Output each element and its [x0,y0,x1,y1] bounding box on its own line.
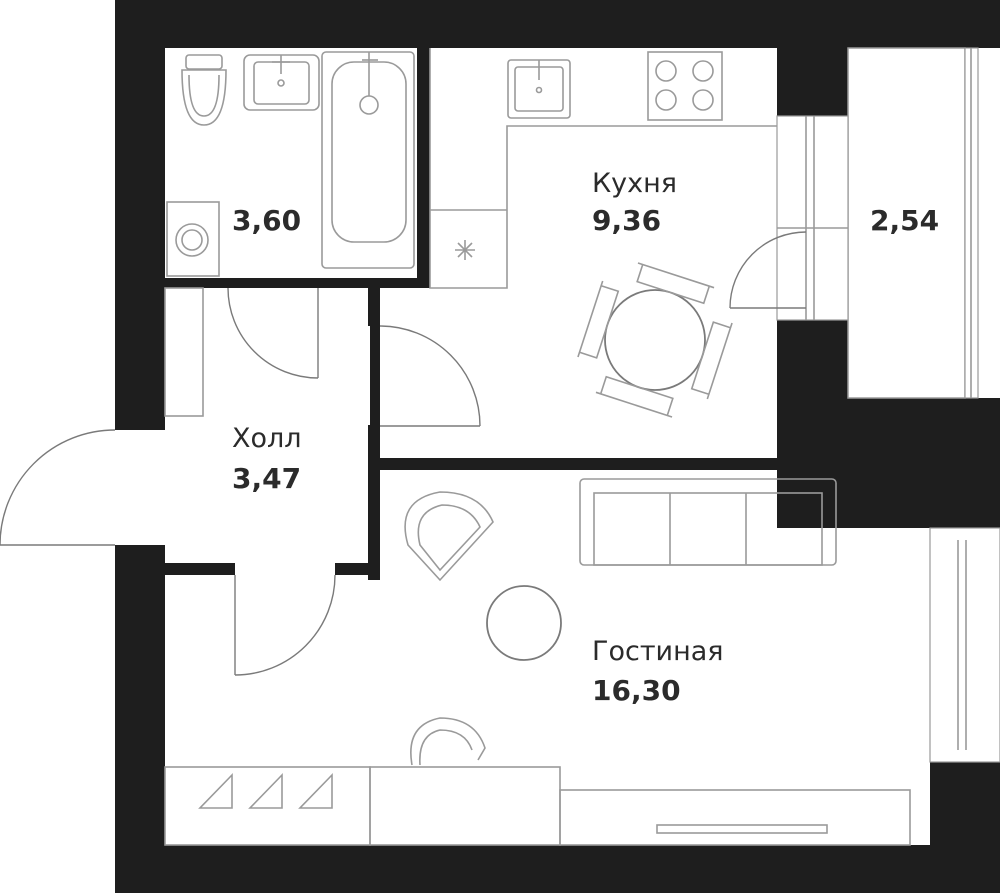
sink-icon [243,54,320,111]
doors [0,231,807,676]
partitions [165,0,1000,893]
balcony-area: 2,54 [870,204,939,237]
hall-living-wall-right [335,563,380,575]
kitchen-counter [429,48,777,289]
bath-bottom-wall-right [318,278,430,288]
dining-table-icon [577,262,733,418]
desk-chair-icon [410,717,486,766]
hall-living-wall-left [165,563,235,575]
living-window [929,527,1000,763]
kitchen-living-wall [380,458,780,470]
entry-door-gap [0,430,165,545]
bathtub-icon [321,51,415,269]
hall-kitchen-wall-top [368,288,380,326]
bath-right-wall [417,48,430,288]
balcony [776,47,979,399]
sofa-icon [579,478,837,566]
washing-machine-icon [166,201,220,277]
kitchen-sink-icon [507,59,571,119]
tv-icon [656,824,828,834]
kitchen-balcony-opening [776,115,849,321]
hall-kitchen-wall-bottom [368,425,380,580]
bottom-right-mass [930,762,1000,893]
hall-name: Холл [232,423,302,454]
hall-fixtures [164,287,204,417]
bathroom-door-swing [227,287,319,379]
top-right-mass [978,0,1000,48]
kitchen-floor-lower [380,288,777,458]
living-area: 16,30 [592,674,681,707]
living-fixtures [164,478,911,846]
coffee-table-icon [486,585,562,661]
bathroom-area: 3,60 [232,204,301,237]
tv-stand [559,789,911,846]
bath-bottom-wall-left [165,278,227,288]
living-window-frame [929,527,1000,763]
entry-door-swing [0,429,116,546]
room-labels: 3,60 Кухня 9,36 2,54 Холл 3,47 Гостиная … [232,168,939,707]
kitchen-door-swing [379,325,481,427]
living-name: Гостиная [592,636,724,667]
room-floors [0,48,930,845]
hall-wardrobe [164,287,204,417]
bathroom-floor [165,48,417,278]
kitchen-name: Кухня [592,168,677,199]
hall-area: 3,47 [232,462,301,495]
kitchen-right-wall-top [777,48,848,116]
wardrobe-hangers [164,766,371,846]
kitchen-area: 9,36 [592,204,661,237]
right-mass [777,398,1000,528]
bathroom-fixtures [166,51,415,277]
living-door-swing [234,574,336,676]
kitchen-fixtures [429,48,777,418]
balcony-door-swing [729,231,807,309]
toilet-icon [181,54,227,126]
stove-icon [647,51,723,121]
balcony-floor [847,47,966,399]
fridge-icon [455,240,475,260]
armchair-icon [404,491,494,582]
